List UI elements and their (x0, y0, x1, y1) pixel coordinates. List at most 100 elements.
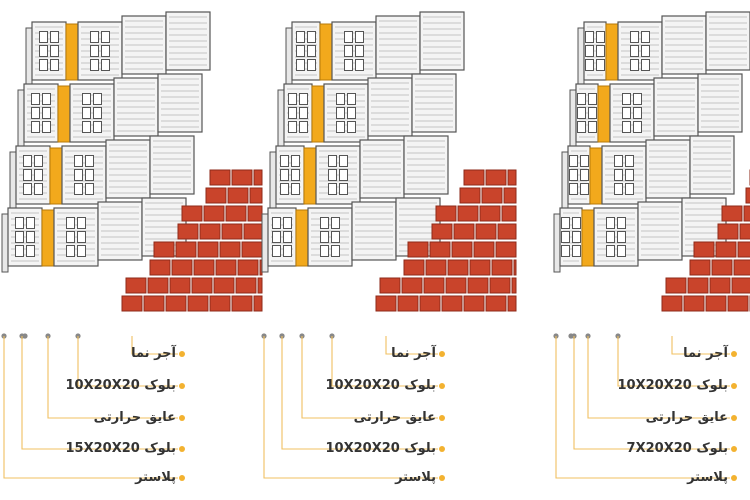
leader-dot (439, 351, 445, 357)
brick (170, 278, 190, 293)
block-hole (91, 46, 99, 57)
block-hole (332, 232, 340, 243)
brick (738, 242, 750, 257)
brick (498, 224, 516, 239)
brick (248, 206, 262, 221)
block-hole (94, 94, 102, 105)
block-hole (308, 32, 316, 43)
block-hole (281, 156, 289, 167)
block-hole (32, 122, 40, 133)
block-hole (284, 232, 292, 243)
block-hole (284, 218, 292, 229)
brick (508, 296, 516, 311)
brick (206, 188, 226, 203)
block-hole (578, 94, 586, 105)
brick (188, 296, 208, 311)
block-hole (83, 108, 91, 119)
block-hole (642, 46, 650, 57)
block-hole (300, 122, 308, 133)
layer-label: پلاستر (687, 470, 728, 486)
layer-label: عایق حرارتی (646, 410, 728, 426)
brick (424, 278, 444, 293)
block-hole (91, 60, 99, 71)
block-hole (589, 94, 597, 105)
block-hole (586, 32, 594, 43)
brick (746, 188, 750, 203)
brick (718, 224, 738, 239)
brick (474, 242, 494, 257)
block-hole (634, 108, 642, 119)
block-hole (581, 156, 589, 167)
block-hole (289, 94, 297, 105)
insulation-layer (320, 24, 332, 80)
block-hole (578, 122, 586, 133)
leader-dot (179, 415, 185, 421)
brick (254, 296, 262, 311)
brick (512, 278, 516, 293)
plaster-layer (286, 28, 292, 86)
block-hole (35, 170, 43, 181)
block-hole (297, 60, 305, 71)
brick (502, 206, 516, 221)
block-hole (292, 170, 300, 181)
block-hole (102, 32, 110, 43)
brick (198, 242, 218, 257)
brick (144, 296, 164, 311)
plaster-layer (2, 214, 8, 272)
block-hole (615, 184, 623, 195)
layer-label: آجر نما (683, 346, 728, 362)
block-hole (51, 32, 59, 43)
brick (460, 188, 480, 203)
brick (480, 206, 500, 221)
brick (458, 206, 478, 221)
block-hole (332, 246, 340, 257)
block-hole (581, 184, 589, 195)
brick (232, 296, 252, 311)
block-hole (43, 108, 51, 119)
brick (420, 296, 440, 311)
brick (504, 188, 516, 203)
block-hole (67, 218, 75, 229)
block-hole (75, 156, 83, 167)
brick (380, 278, 400, 293)
block-hole (51, 46, 59, 57)
block-hole (16, 246, 24, 257)
plaster-layer (562, 152, 568, 210)
brick (176, 242, 196, 257)
block-hole (623, 108, 631, 119)
brick (706, 296, 726, 311)
leader-dot (179, 446, 185, 452)
block-hole (292, 156, 300, 167)
block-hole (75, 170, 83, 181)
brick (722, 206, 742, 221)
block-hole (321, 218, 329, 229)
block-hole (329, 170, 337, 181)
block-hole (27, 218, 35, 229)
block-hole (86, 170, 94, 181)
brick (688, 278, 708, 293)
leader-dot (439, 475, 445, 481)
block-hole (78, 246, 86, 257)
brick (376, 296, 396, 311)
block-hole (337, 108, 345, 119)
brick (514, 260, 516, 275)
layer-label: پلاستر (395, 470, 436, 486)
leader-dot (179, 475, 185, 481)
block-hole (626, 184, 634, 195)
brick (216, 260, 236, 275)
block-hole (16, 218, 24, 229)
layer-label: بلوک 10X20X20 (325, 378, 436, 394)
brick (178, 224, 198, 239)
brick (250, 188, 262, 203)
block-hole (618, 246, 626, 257)
block-hole (589, 122, 597, 133)
brick (710, 278, 730, 293)
block-hole (348, 122, 356, 133)
brick (228, 188, 248, 203)
brick (662, 296, 682, 311)
leader-dot (731, 475, 737, 481)
block-hole (24, 184, 32, 195)
block-hole (340, 170, 348, 181)
block-hole (273, 246, 281, 257)
block-hole (67, 246, 75, 257)
